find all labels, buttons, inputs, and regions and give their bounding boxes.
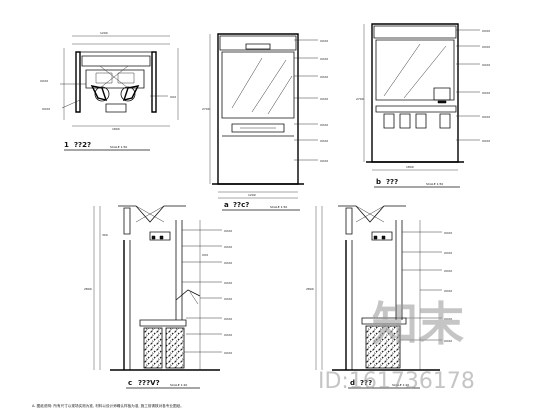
section-1-view: 2800 300 XXX XXXX XXXX XXXX XXXX XXXX XX… (84, 206, 232, 388)
svg-text:XXXX: XXXX (482, 63, 490, 67)
svg-text:XXXX: XXXX (444, 317, 452, 321)
svg-text:XXXX: XXXX (42, 107, 50, 111)
svg-text:1800: 1800 (112, 127, 120, 131)
svg-text:2800: 2800 (84, 287, 92, 291)
svg-text:XXXX: XXXX (444, 231, 452, 235)
svg-text:XXXX: XXXX (224, 351, 232, 355)
watermark-brand: 知末 (372, 297, 464, 351)
section-2-scale: SCALE 1:20 (392, 383, 409, 387)
svg-text:XXXX: XXXX (320, 123, 328, 127)
svg-text:XXXX: XXXX (320, 39, 328, 43)
svg-text:XXXX: XXXX (320, 97, 328, 101)
svg-text:XXX: XXX (170, 95, 176, 99)
svg-text:XXXX: XXXX (444, 269, 452, 273)
svg-text:XXX: XXX (202, 253, 208, 257)
svg-text:1200: 1200 (248, 193, 256, 197)
drawing-footnote: A. 图纸说明: 所有尺寸以现场实测为准, 材料以设计师确认样板为准, 施工前请… (32, 403, 184, 408)
svg-text:XXXX: XXXX (320, 159, 328, 163)
svg-text:XXXX: XXXX (224, 281, 232, 285)
plan-view: XXXX XXX XXXX 1200 1800 1 ??2? SCALE 1:5… (40, 31, 178, 150)
side-elevation-title: ??? (386, 178, 398, 186)
section-2-title-num: d (350, 379, 355, 387)
svg-text:2800: 2800 (306, 287, 314, 291)
svg-text:XXXX: XXXX (482, 91, 490, 95)
svg-text:XXXX: XXXX (320, 57, 328, 61)
svg-text:XXXX: XXXX (482, 45, 490, 49)
plan-title-num: 1 (64, 141, 69, 149)
svg-text:XXXX: XXXX (482, 115, 490, 119)
svg-text:XXXX: XXXX (224, 229, 232, 233)
svg-text:300: 300 (102, 233, 108, 237)
side-elevation-title-num: b (376, 178, 381, 186)
section-1-scale: SCALE 1:20 (170, 383, 187, 387)
svg-text:XXXX: XXXX (444, 289, 452, 293)
svg-text:XXXX: XXXX (482, 139, 490, 143)
svg-text:XXXX: XXXX (444, 251, 452, 255)
svg-text:XXXX: XXXX (224, 261, 232, 265)
svg-text:XXXX: XXXX (320, 75, 328, 79)
section-2-view: 2800 XXXX XXXX XXXX XXXX XXXX XXXX d ???… (306, 206, 452, 388)
svg-text:XXXX: XXXX (224, 297, 232, 301)
svg-text:XXXX: XXXX (224, 317, 232, 321)
svg-text:2700: 2700 (202, 107, 210, 111)
section-1-title-num: c (128, 379, 132, 387)
watermark-id: ID:161736178 (318, 369, 475, 394)
svg-text:XXXX: XXXX (444, 339, 452, 343)
svg-text:XXXX: XXXX (224, 333, 232, 337)
section-2-title: ??? (360, 379, 372, 387)
side-elevation-view: 2700 1800 XXXX XXXX XXXX XXXX XXXX XXXX … (356, 24, 490, 187)
svg-text:1200: 1200 (100, 31, 108, 35)
section-1-title: ???V? (138, 379, 160, 387)
svg-text:XXXX: XXXX (224, 245, 232, 249)
svg-text:XXXX: XXXX (482, 29, 490, 33)
watermark: 知末 ID:161736178 (318, 297, 475, 394)
svg-text:XXXX: XXXX (40, 79, 48, 83)
svg-text:1800: 1800 (406, 165, 414, 169)
svg-text:2700: 2700 (356, 97, 364, 101)
front-elevation-scale: SCALE 1:50 (270, 205, 287, 209)
front-elevation-view: 2700 1200 XXXX XXXX XXXX XXXX XXXX XXXX … (202, 34, 328, 210)
svg-text:XXXX: XXXX (320, 139, 328, 143)
plan-title: ??2? (74, 141, 91, 149)
plan-scale: SCALE 1:50 (110, 145, 127, 149)
front-elevation-title: ??c? (233, 201, 249, 209)
side-elevation-scale: SCALE 1:50 (426, 182, 443, 186)
front-elevation-title-num: a (224, 201, 229, 209)
